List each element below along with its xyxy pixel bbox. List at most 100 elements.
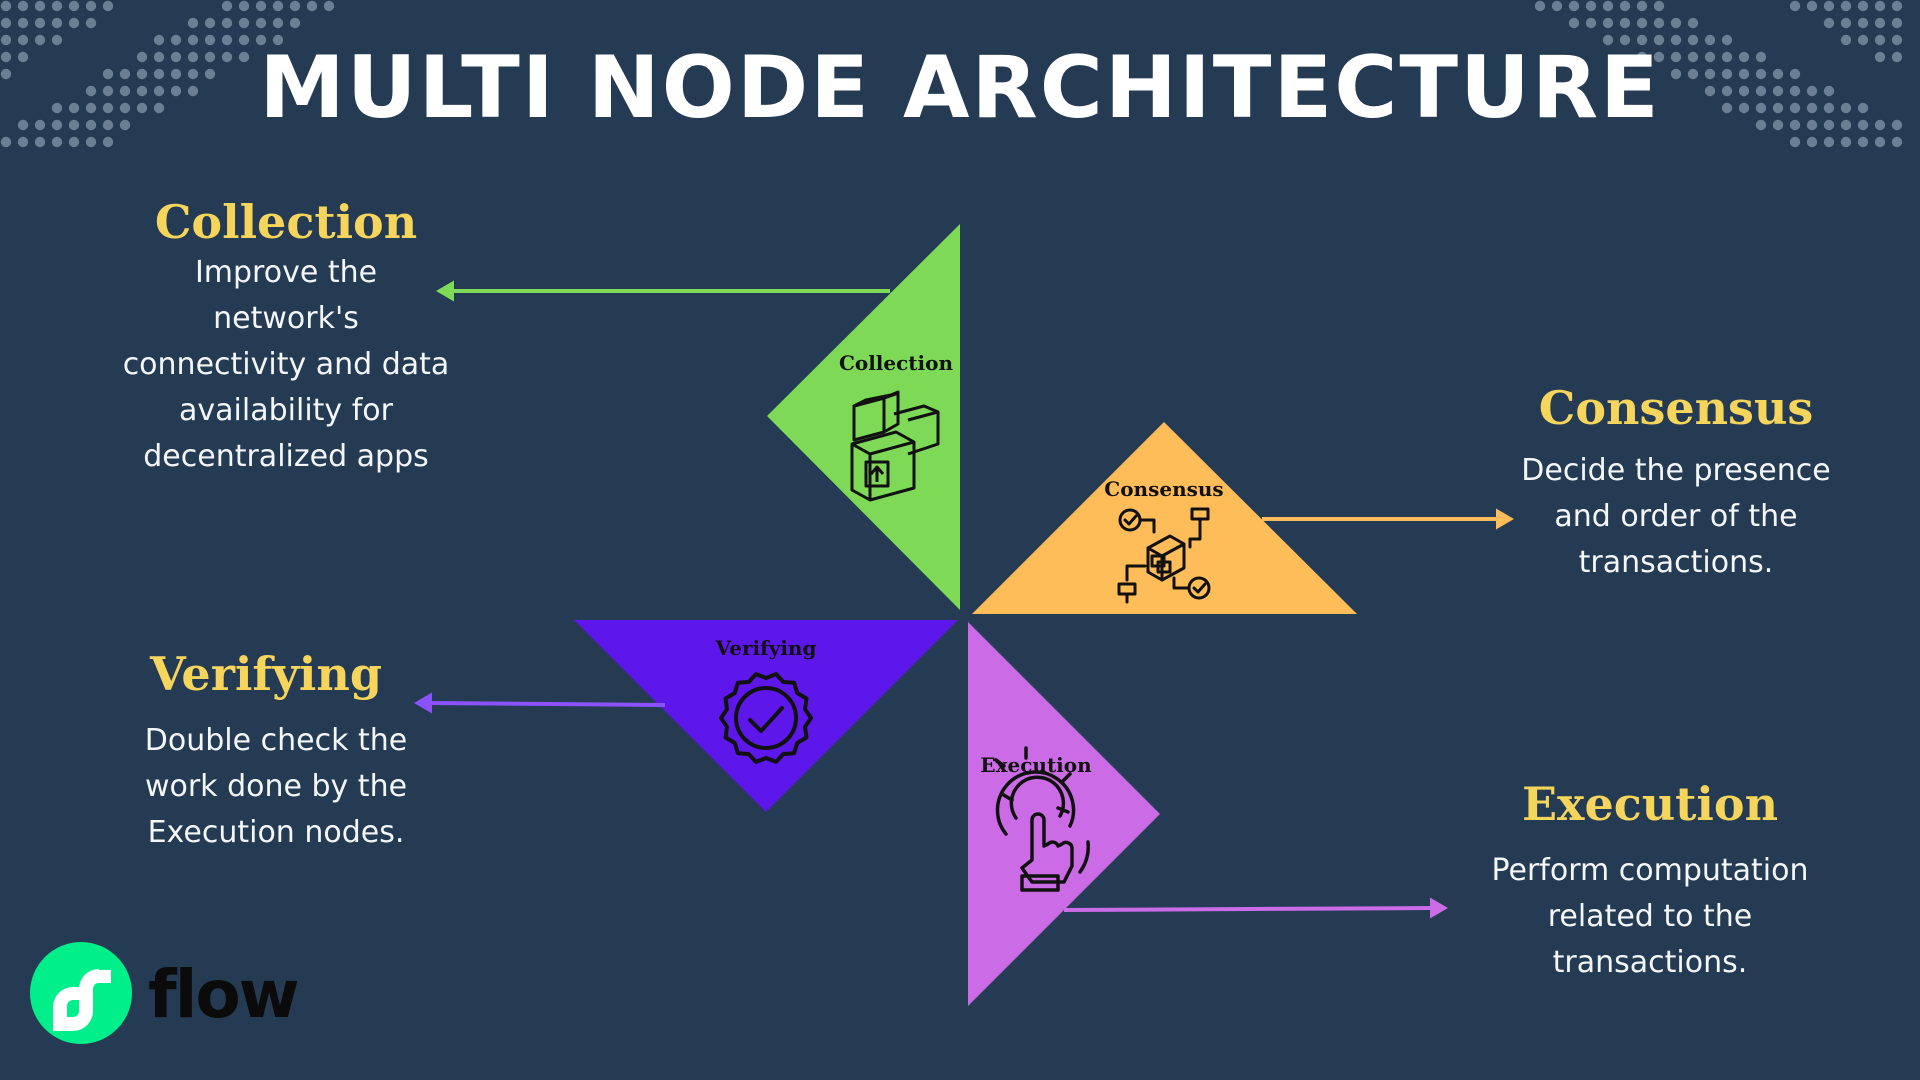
decoration-dot [1823, 85, 1835, 97]
decoration-dot [1772, 119, 1784, 131]
decoration-dot [1602, 17, 1614, 29]
decoration-dot [1857, 17, 1869, 29]
decoration-dot [221, 51, 233, 63]
decoration-dot [119, 68, 131, 80]
decoration-dot [153, 102, 165, 114]
decoration-dot [1789, 68, 1801, 80]
decoration-dot [1891, 0, 1903, 12]
decoration-dot [1585, 0, 1597, 12]
decoration-dot [0, 34, 12, 46]
decoration-dot [85, 85, 97, 97]
decoration-dot [85, 0, 97, 12]
consensus-description-line: and order of the [1554, 499, 1798, 534]
decoration-dot [85, 102, 97, 114]
decoration-dot [34, 17, 46, 29]
decoration-dot [17, 51, 29, 63]
decoration-dot [85, 136, 97, 148]
decoration-dot [17, 34, 29, 46]
decoration-dot [1721, 34, 1733, 46]
decoration-dot [187, 34, 199, 46]
decoration-dot [1704, 68, 1716, 80]
decoration-dot [1738, 68, 1750, 80]
decoration-dot [306, 0, 318, 12]
decoration-dot [1806, 136, 1818, 148]
decoration-dot [85, 119, 97, 131]
consensus-triangle-label: Consensus [1104, 477, 1223, 501]
decoration-dot [1585, 17, 1597, 29]
execution-heading: Execution [1521, 777, 1779, 831]
decoration-dot [153, 51, 165, 63]
verifying-description-line: Double check the [144, 723, 408, 758]
decoration-dot [1755, 119, 1767, 131]
decoration-dot [255, 34, 267, 46]
consensus-triangle [972, 422, 1357, 614]
decoration-dot [1789, 0, 1801, 12]
decoration-dot [1840, 17, 1852, 29]
decoration-dot [1687, 51, 1699, 63]
decoration-dot [1738, 85, 1750, 97]
decoration-dot [68, 17, 80, 29]
decoration-dot [1874, 34, 1886, 46]
decoration-dot [51, 34, 63, 46]
decoration-dot [187, 85, 199, 97]
decoration-dot [1721, 51, 1733, 63]
decoration-dot [34, 34, 46, 46]
decoration-dot [1772, 102, 1784, 114]
collection-description-line: decentralized apps [143, 439, 429, 474]
decoration-dot [1891, 17, 1903, 29]
decoration-dot [272, 17, 284, 29]
decoration-dot [1687, 68, 1699, 80]
collection-triangle [767, 224, 960, 610]
decoration-dot [136, 102, 148, 114]
decoration-dot [1636, 0, 1648, 12]
decoration-dot [136, 68, 148, 80]
decoration-dot [68, 0, 80, 12]
collection-arrow [436, 280, 890, 302]
decoration-dot [102, 136, 114, 148]
decoration-dot [1823, 0, 1835, 12]
decoration-dot [51, 0, 63, 12]
decoration-dot [51, 119, 63, 131]
collection-description-line: network's [213, 301, 359, 336]
badge-check-icon [719, 672, 813, 764]
decoration-dot [1755, 68, 1767, 80]
decoration-dot [119, 85, 131, 97]
decoration-dot [255, 17, 267, 29]
collection-description: Improve the network's connectivity and d… [106, 250, 466, 480]
decoration-dot [1823, 136, 1835, 148]
decoration-dot [1891, 119, 1903, 131]
decoration-dot [204, 68, 216, 80]
decoration-dot [289, 0, 301, 12]
decoration-dot [1874, 17, 1886, 29]
decoration-dot [1857, 119, 1869, 131]
decoration-dot [1772, 85, 1784, 97]
decoration-dot [1653, 34, 1665, 46]
decoration-dot [0, 17, 12, 29]
decoration-dot [34, 119, 46, 131]
execution-description-line: related to the [1547, 899, 1753, 934]
decoration-dot [17, 0, 29, 12]
network-cube-icon [1117, 507, 1211, 604]
decoration-dot [68, 119, 80, 131]
decoration-dot [1840, 0, 1852, 12]
decoration-dot [170, 85, 182, 97]
decoration-dot [289, 17, 301, 29]
decoration-dot [102, 102, 114, 114]
decoration-dot [34, 0, 46, 12]
decoration-dot [221, 34, 233, 46]
decoration-dot [34, 136, 46, 148]
decoration-dot [1857, 136, 1869, 148]
verifying-description: Double check the work done by the Execut… [96, 718, 456, 856]
decoration-dot [204, 34, 216, 46]
decoration-dot [0, 68, 12, 80]
collection-triangle-label: Collection [839, 351, 954, 375]
decoration-dot [170, 68, 182, 80]
decoration-dot [102, 0, 114, 12]
flow-logo-text: flow [148, 956, 300, 1033]
decoration-dot [1738, 102, 1750, 114]
decoration-dot [1670, 68, 1682, 80]
decoration-dot [1789, 85, 1801, 97]
consensus-description-line: transactions. [1578, 545, 1774, 580]
